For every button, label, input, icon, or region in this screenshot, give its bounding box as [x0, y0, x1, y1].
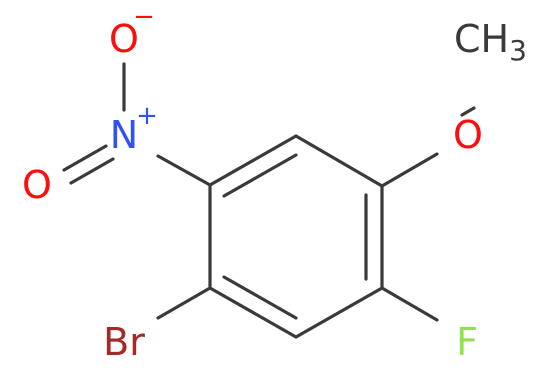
bond-n-o-double-b [69, 157, 115, 185]
bond-c-o [380, 152, 439, 188]
bond-c-br [156, 286, 212, 320]
bond-ring-4 [294, 286, 384, 339]
atom-labels: O − N + O O CH3 Br F [22, 2, 527, 364]
nitro-oxygen-top-charge: − [133, 2, 155, 32]
bond-o-ch3 [460, 106, 476, 117]
methyl-label: CH3 [454, 17, 527, 67]
bond-ring-1 [208, 134, 298, 187]
bond-c-n [156, 154, 212, 187]
fluorine-label: F [456, 320, 478, 364]
bond-n-o-double-a [62, 144, 108, 172]
bromine-label: Br [103, 320, 145, 364]
nitro-oxygen-top-label: O [109, 17, 139, 61]
bond-c-f [380, 286, 439, 322]
bond-ring-2 [294, 134, 384, 188]
bond-ring-inner-1 [222, 153, 298, 198]
bonds [62, 62, 476, 339]
methyl-ch: CH [454, 17, 509, 61]
methoxy-oxygen-label: O [453, 113, 483, 157]
methyl-subscript: 3 [509, 34, 527, 67]
nitro-nitrogen-label: N [110, 113, 138, 157]
bond-ring-5 [208, 286, 298, 339]
nitro-nitrogen-charge: + [136, 101, 158, 131]
bond-ring-inner-3 [222, 275, 298, 320]
nitro-oxygen-left-label: O [22, 163, 52, 207]
